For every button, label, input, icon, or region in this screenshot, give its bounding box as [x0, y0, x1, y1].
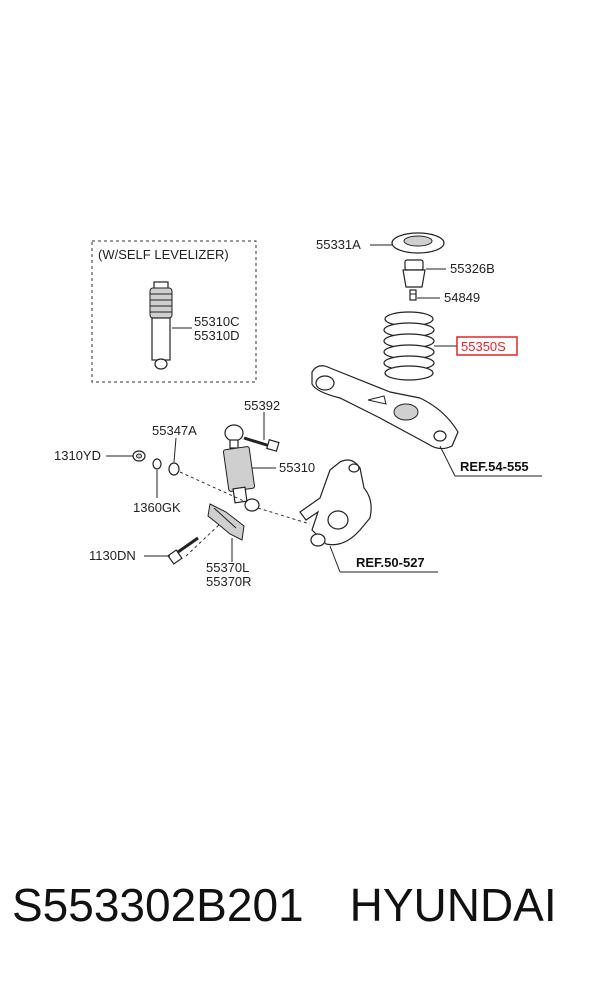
assembly-line	[179, 471, 247, 503]
label-55331A: 55331A	[316, 237, 361, 252]
nut-1310YD	[132, 450, 146, 462]
label-55347A: 55347A	[152, 423, 197, 438]
bracket	[207, 503, 245, 541]
highlight-box	[456, 336, 518, 356]
label-54849: 54849	[444, 290, 480, 305]
ref-54-555: REF.54-555	[460, 459, 529, 474]
self-levelizer-title: (W/SELF LEVELIZER)	[98, 247, 229, 262]
ref-50-527: REF.50-527	[356, 555, 425, 570]
label-55310C: 55310C	[194, 314, 240, 329]
label-1360GK: 1360GK	[133, 500, 181, 515]
shock-absorber	[222, 424, 260, 512]
label-55326B: 55326B	[450, 261, 495, 276]
washer-55347A	[168, 462, 180, 476]
label-55310D: 55310D	[194, 328, 240, 343]
assembly-line	[185, 523, 221, 557]
lower-control-arm	[311, 365, 459, 450]
label-55350S: 55350S	[461, 339, 506, 354]
knuckle	[299, 459, 372, 547]
label-55370L: 55370L	[206, 560, 249, 575]
self-leveler-shock	[149, 281, 173, 370]
label-55370R: 55370R	[206, 574, 252, 589]
footer-brand: HYUNDAI	[349, 879, 557, 931]
self-levelizer-box	[91, 240, 257, 383]
footer-part-number: S553302B201	[12, 879, 304, 931]
bolt-1130DN	[167, 536, 199, 565]
label-55310: 55310	[279, 460, 315, 475]
spring-upper-seat	[391, 232, 445, 254]
coil-spring	[383, 311, 435, 381]
footer-caption: S553302B201 HYUNDAI	[12, 878, 588, 932]
label-1310YD: 1310YD	[54, 448, 101, 463]
label-1130DN: 1130DN	[89, 548, 136, 563]
washer-1360GK	[152, 458, 162, 470]
label-55392: 55392	[244, 398, 280, 413]
upper-bolt	[243, 436, 280, 452]
small-bolt	[409, 289, 417, 301]
bump-stopper	[402, 259, 426, 288]
